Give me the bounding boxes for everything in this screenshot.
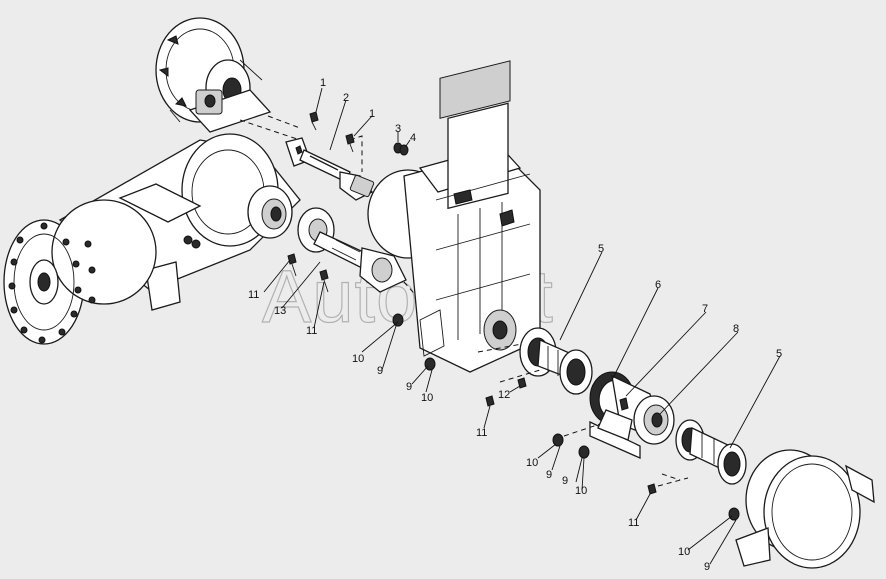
nut-9-10-right	[728, 507, 740, 521]
centerline-bolt	[349, 135, 363, 172]
front-axle-assembly	[3, 133, 301, 345]
centerline-nuts-center	[563, 423, 601, 437]
coupling-5-upper	[519, 327, 593, 395]
callout-5-upper: 5	[598, 243, 604, 255]
callout-9-left: 9	[377, 365, 383, 377]
callout-10-lower: 10	[526, 457, 538, 469]
transmission-housing	[367, 60, 541, 373]
callout-7: 7	[702, 303, 708, 315]
centerline-coupling	[661, 473, 681, 481]
callout-5-lower: 5	[776, 348, 782, 360]
callout-8: 8	[733, 323, 739, 335]
washer-3-nut-4	[393, 142, 409, 156]
intermediate-support	[589, 371, 675, 459]
callout-10-lower-b: 10	[575, 485, 587, 497]
lower-drive-shaft	[297, 207, 407, 293]
callout-2: 2	[343, 92, 349, 104]
callout-4: 4	[410, 132, 416, 144]
centerline-output	[477, 343, 523, 353]
callout-11-mid: 11	[306, 325, 317, 337]
centerline-bolts-center	[499, 369, 541, 383]
callout-labels: 1 2 1 3 4 5 6 7 8 5 11 13 11 10 9 9 10 1…	[248, 77, 782, 573]
callout-10-center: 10	[421, 392, 433, 404]
leader-lines	[263, 87, 781, 565]
bolt-11-mid	[319, 269, 329, 293]
bolt-12	[517, 377, 527, 389]
bolt-11-right	[647, 483, 657, 495]
centerline-upper	[239, 119, 301, 141]
callout-1-upper: 1	[320, 77, 326, 89]
callout-11-center: 11	[476, 427, 487, 439]
callout-10-right: 10	[678, 546, 690, 558]
nut-9-10-center	[552, 433, 590, 459]
callout-1-mid: 1	[369, 108, 375, 120]
bolt-1-mid	[345, 133, 355, 153]
callout-10-left: 10	[352, 353, 364, 365]
bolt-11-center	[485, 395, 495, 407]
bolt-1-upper	[309, 111, 319, 131]
callout-3: 3	[395, 123, 401, 135]
callout-11-right: 11	[628, 517, 639, 529]
callout-9-lower-a: 9	[546, 469, 552, 481]
rear-axle-assembly	[155, 17, 272, 133]
coupling-5-lower	[675, 419, 747, 485]
callout-13: 13	[274, 305, 286, 317]
callout-9-center: 9	[406, 381, 412, 393]
callout-12: 12	[498, 389, 510, 401]
centerline-bolt-right	[657, 477, 689, 487]
callout-11-left: 11	[248, 289, 259, 301]
rear-drum-housing	[735, 449, 875, 569]
upper-drive-shaft	[285, 137, 375, 201]
callout-9-lower-b: 9	[562, 475, 568, 487]
centerline-bolt-1	[267, 115, 301, 129]
callout-6: 6	[655, 279, 661, 291]
callout-9-right: 9	[704, 561, 710, 573]
